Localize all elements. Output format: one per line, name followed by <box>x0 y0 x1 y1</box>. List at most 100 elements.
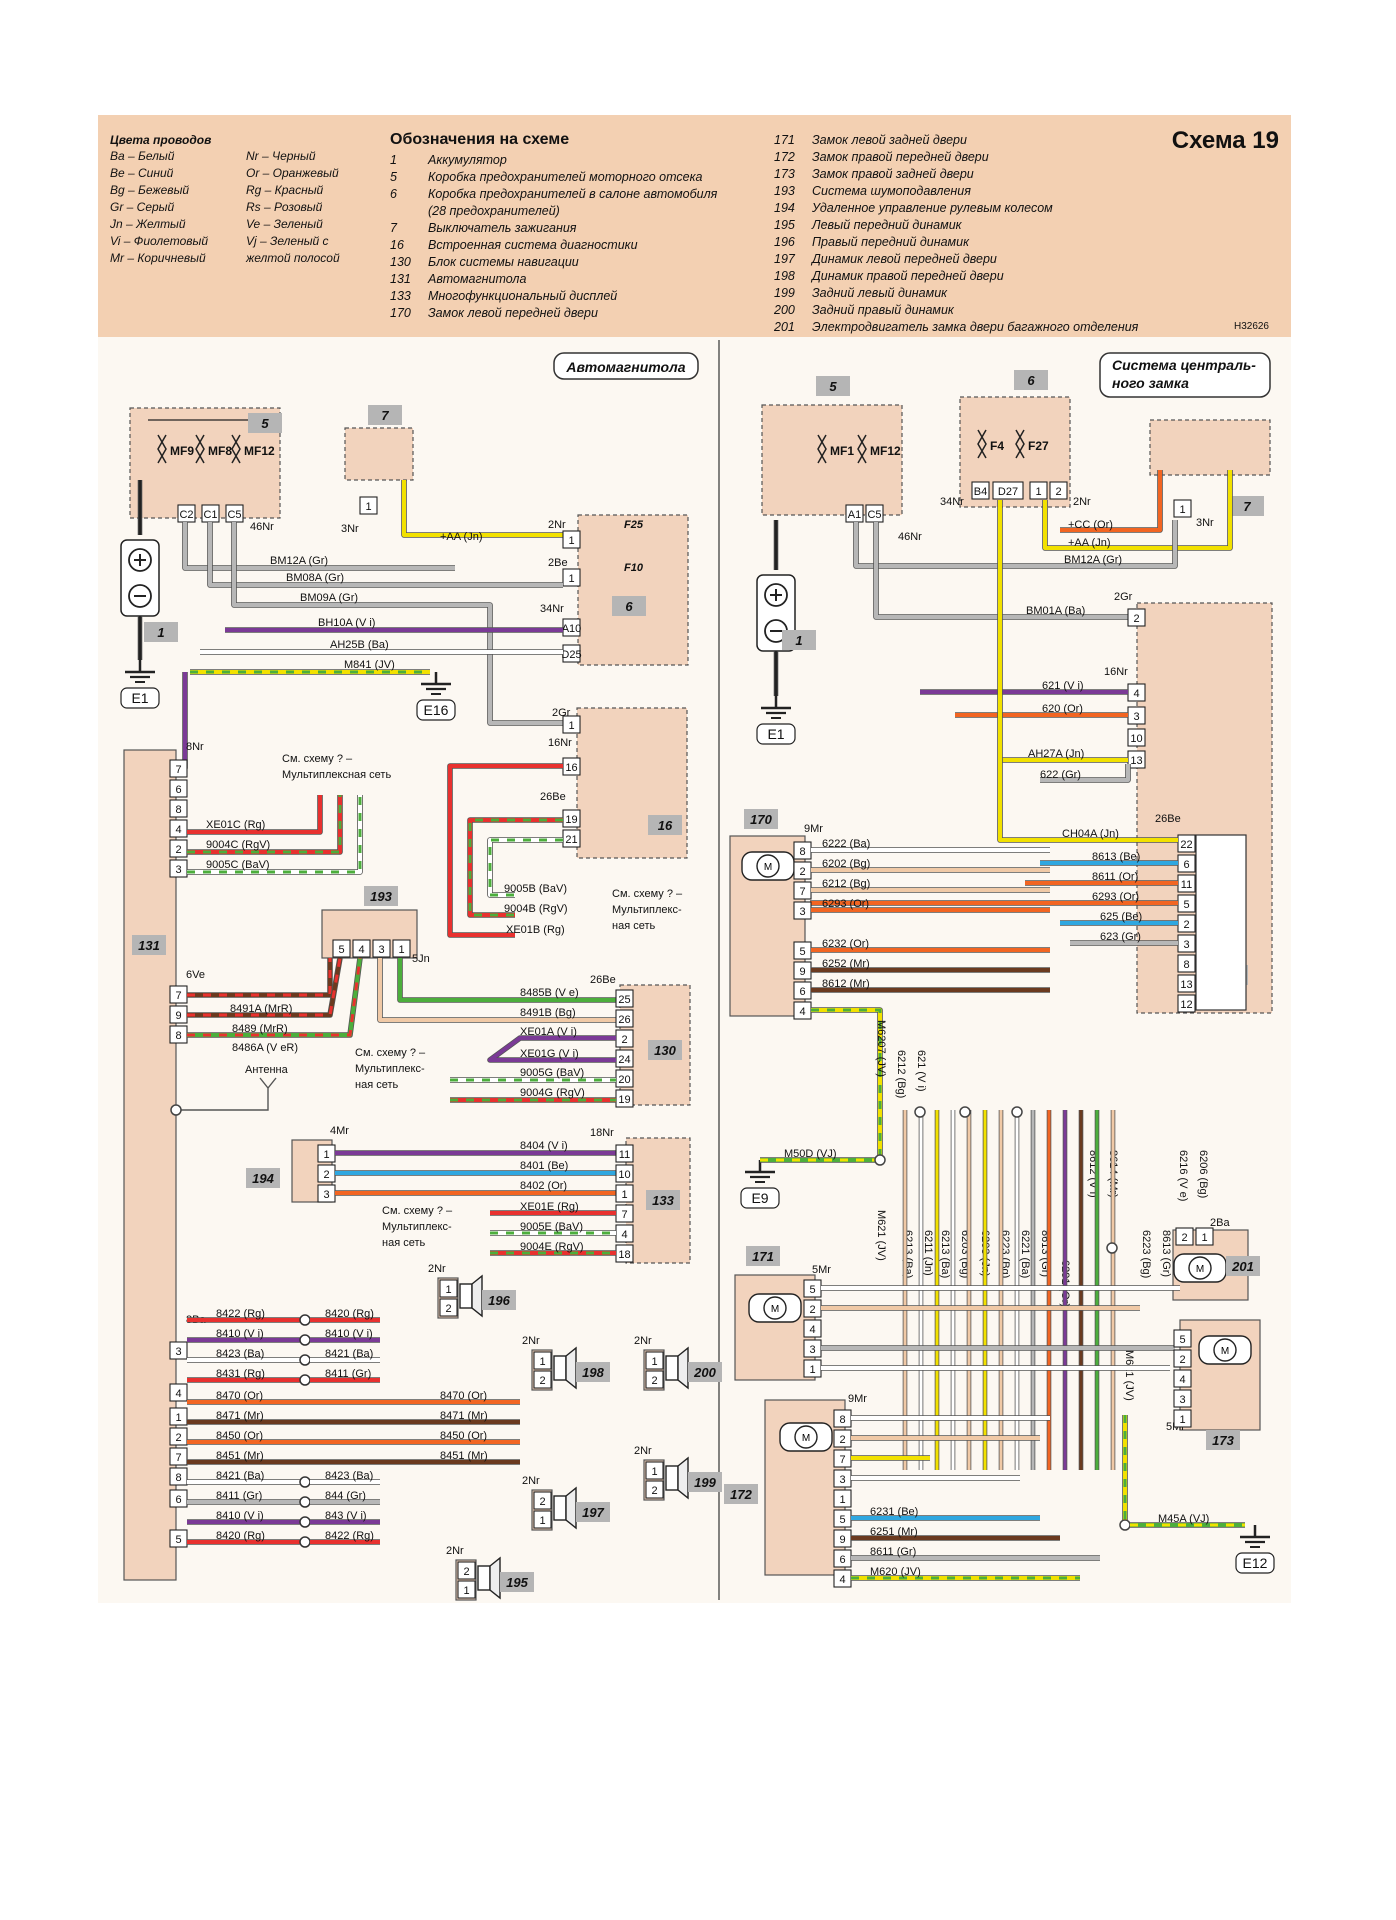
fuse-box-number: 6 <box>625 599 633 614</box>
connector-pin <box>971 481 990 500</box>
motor-number: 201 <box>1231 1259 1254 1274</box>
pin-number: 1 <box>651 1356 657 1368</box>
symbol-number: 16 <box>390 238 404 252</box>
pin-number: 5 <box>809 1284 815 1296</box>
wire-label: 2Nr <box>634 1445 652 1457</box>
fuse-label: MF12 <box>870 444 901 458</box>
wire-label: +AA (Jn) <box>440 531 483 543</box>
motor-icon: M <box>741 851 795 881</box>
wire-core <box>378 958 620 1022</box>
pin-number: C2 <box>179 509 193 521</box>
pin-number: D27 <box>998 486 1018 498</box>
wire-label: 8420 (Rg) <box>216 1530 265 1542</box>
pin-number: 1 <box>568 535 574 547</box>
wire-label: 2Gr <box>1114 591 1133 603</box>
nav-number: 130 <box>654 1043 676 1058</box>
section-label-lock: Система централь- <box>1112 357 1256 373</box>
ground-label-box <box>1235 1552 1275 1574</box>
wire-core <box>208 522 563 587</box>
pin-number: 24 <box>618 1054 630 1066</box>
symbol-number: 171 <box>774 133 795 147</box>
connector-pin <box>615 1144 634 1163</box>
symbol-text: Удаленное управление рулевым колесом <box>812 201 1053 215</box>
wire-label: 9004B (RgV) <box>504 903 568 915</box>
wire-label: 2Nr <box>428 1263 446 1275</box>
pin-number: C1 <box>203 509 217 521</box>
wire-outline <box>231 522 563 726</box>
wire-label: 623 (Gr) <box>1100 931 1141 943</box>
wire-label: 8410 (V i) <box>325 1328 373 1340</box>
wire-stripe <box>187 795 342 854</box>
symbols-title: Обозначения на схеме <box>390 131 570 148</box>
wire-stripe <box>811 1008 882 1160</box>
connector-pin <box>332 939 351 958</box>
fuse-box-badge <box>816 376 850 396</box>
connector-pin <box>169 1341 188 1360</box>
pin-number: 4 <box>839 1574 845 1586</box>
lock-171 <box>734 1274 816 1381</box>
wire-label: 8450 (Or) <box>216 1430 263 1442</box>
wire-label: 8451 (Mr) <box>216 1450 264 1462</box>
lock-number: 172 <box>730 1487 752 1502</box>
radio-131-body <box>123 749 177 1581</box>
wire-color-entry: Or – Оранжевый <box>246 166 339 180</box>
symbol-text: Замок правой передней двери <box>812 150 989 164</box>
wire-label: 9005G (BaV) <box>520 1067 584 1079</box>
wire-label: 2Nr <box>1073 496 1091 508</box>
section-label-box <box>1099 352 1271 398</box>
wire-aa-jn-right <box>1042 470 1233 551</box>
connector-pin <box>533 1491 552 1510</box>
wire-core <box>232 522 563 725</box>
ground-label-box <box>740 1187 780 1209</box>
pin-number: 2 <box>799 866 805 878</box>
connector-node <box>299 1334 311 1346</box>
pin-number: 4 <box>621 1229 627 1241</box>
symbol-entry: (28 предохранителей) <box>390 204 560 218</box>
wire-label: 8491B (Bg) <box>520 1007 576 1019</box>
pin-number: 2 <box>1179 1354 1185 1366</box>
connector-pin <box>615 1184 634 1203</box>
wire-label: 8404 (V i) <box>520 1140 568 1152</box>
wire-label: XE01E (Rg) <box>520 1201 579 1213</box>
fuse-label: F27 <box>1028 439 1049 453</box>
speaker-196-badge <box>482 1290 516 1310</box>
wire-label: 8611 (Or) <box>1092 871 1138 883</box>
wire-label: BM12A (Gr) <box>270 555 328 567</box>
speaker-195-badge <box>500 1572 534 1592</box>
wire-label: 6232 (Or) <box>822 938 869 950</box>
wire-label: XE01C (Rg) <box>206 819 265 831</box>
pin-number: 3 <box>1179 1394 1185 1406</box>
pin-number: 1 <box>839 1494 845 1506</box>
wire-label: 844 (Gr) <box>325 1490 366 1502</box>
nav-badge <box>648 1040 682 1060</box>
pin-number: 3 <box>1133 711 1139 723</box>
remote-number: 194 <box>252 1171 274 1186</box>
symbol-text: Задний правый динамик <box>812 303 954 317</box>
connector-pin <box>1173 1349 1192 1368</box>
vertical-wire-label: 6212 (Bg) <box>895 1050 907 1098</box>
speaker-197-badge <box>576 1502 610 1522</box>
ground-label: E9 <box>751 1190 768 1206</box>
pin-number: 6 <box>1183 859 1189 871</box>
pin-number: 5 <box>338 944 344 956</box>
wire-label: 8420 (Rg) <box>325 1308 374 1320</box>
wire-label: 8423 (Ba) <box>325 1470 373 1482</box>
pin-number: 11 <box>1181 879 1192 891</box>
connector-pin <box>533 1510 552 1529</box>
speaker-200-badge <box>688 1362 722 1382</box>
note-text: См. схему ? – <box>355 1047 426 1059</box>
wire-label: 8450 (Or) <box>440 1430 487 1442</box>
symbol-text: Динамик левой передней двери <box>812 252 997 266</box>
wire-stripe <box>187 958 332 997</box>
wire-xe01a <box>487 1035 616 1063</box>
pin-number: 19 <box>565 814 577 826</box>
pin-number: 2 <box>175 844 181 856</box>
connector-pin <box>562 530 581 549</box>
connector-node <box>299 1516 311 1528</box>
connector-pin <box>1195 1227 1214 1246</box>
fuse-icon <box>1015 429 1025 459</box>
wire-label: F25 <box>624 519 644 531</box>
display-badge <box>646 1190 680 1210</box>
